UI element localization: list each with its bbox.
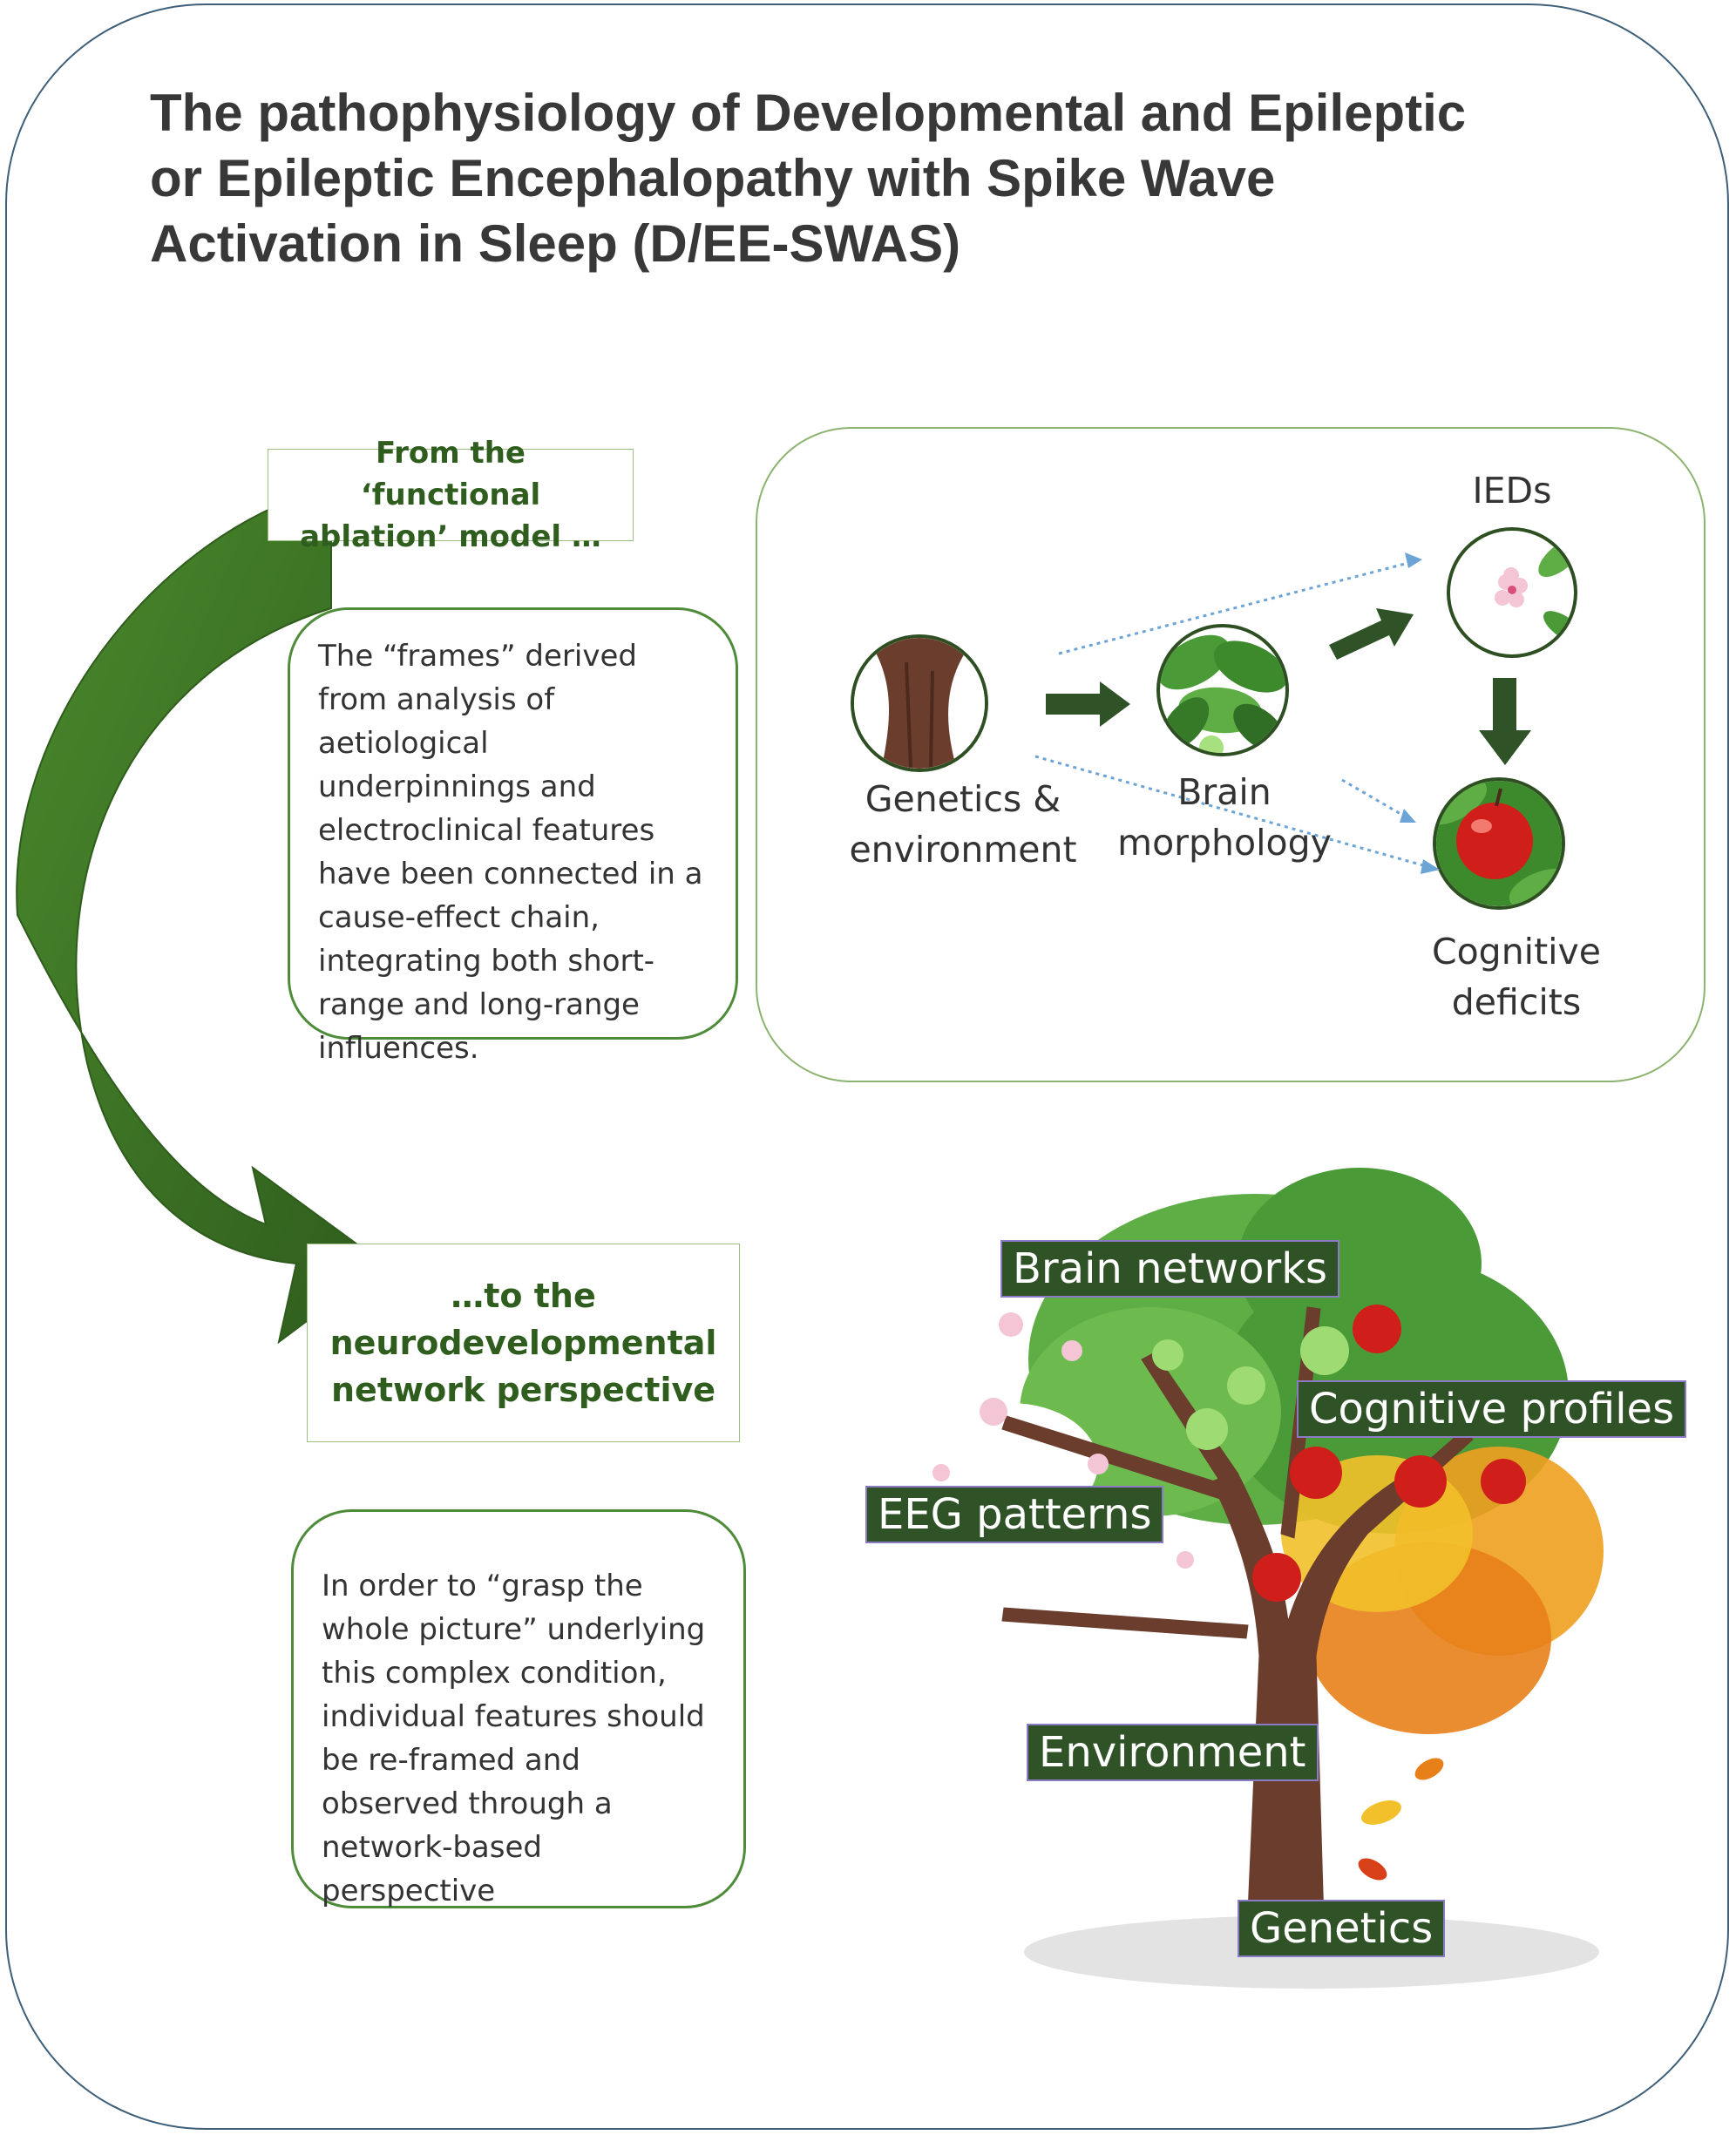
leaves-icon — [1156, 624, 1289, 756]
page-title: The pathophysiology of Developmental and… — [150, 84, 1467, 273]
trunk-icon — [851, 634, 988, 772]
outer-frame — [5, 3, 1729, 2130]
genetics-environment-label: Genetics & environment — [849, 778, 1077, 871]
cognitive-deficits-label: Cognitive deficits — [1431, 931, 1602, 1023]
cause-effect-diagram — [756, 427, 1705, 1082]
to-network-label: …to the neurodevelopmental network persp… — [307, 1244, 740, 1442]
tag-environment: Environment — [1027, 1724, 1319, 1781]
frames-textbox: The “frames” derived from analysis of ae… — [288, 607, 738, 1066]
arrow-genetics-to-brain — [1046, 681, 1130, 727]
dotted-genetics-to-cognitive — [1034, 755, 1430, 869]
dotted-genetics-to-ieds — [1058, 560, 1413, 655]
apple-icon — [1433, 777, 1565, 910]
falling-leaves — [1358, 1758, 1444, 1881]
dotted-arrowheads — [1400, 552, 1440, 874]
tag-eeg-patterns: EEG patterns — [865, 1486, 1164, 1543]
ieds-label: IEDs — [1472, 470, 1552, 512]
tag-genetics: Genetics — [1238, 1900, 1446, 1957]
brain-morphology-label: Brain morphology — [1117, 771, 1332, 864]
arrow-brain-to-ieds — [1329, 608, 1414, 660]
arrow-ieds-to-cognitive — [1479, 678, 1531, 765]
tag-brain-networks: Brain networks — [1000, 1240, 1340, 1298]
tag-cognitive-profiles: Cognitive profiles — [1297, 1380, 1687, 1438]
whole-picture-textbox: In order to “grasp the whole picture” un… — [291, 1509, 746, 1908]
blossom-icon — [1447, 527, 1577, 658]
dotted-arrows — [1034, 560, 1430, 869]
apples — [1152, 1305, 1526, 1602]
solid-arrows — [1046, 608, 1531, 765]
transition-arrow — [16, 486, 385, 1345]
blossoms — [932, 1312, 1194, 1569]
